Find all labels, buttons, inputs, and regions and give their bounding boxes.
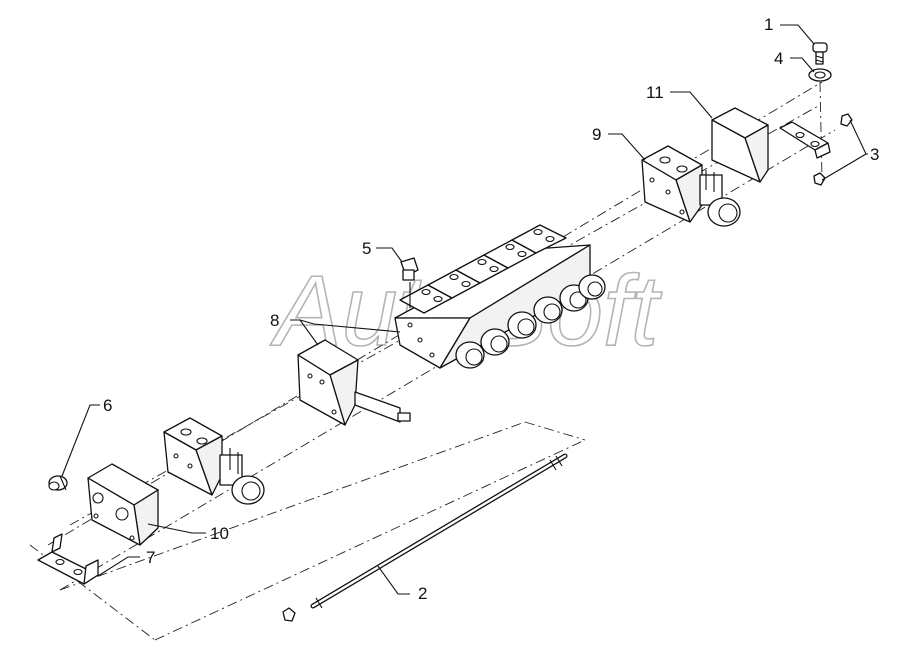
callout-7: 7 bbox=[146, 548, 155, 567]
part-2-tie-rod bbox=[282, 453, 568, 622]
callout-10: 10 bbox=[210, 524, 229, 543]
part-5-fitting bbox=[400, 257, 419, 308]
part-3-bracket-nuts bbox=[779, 113, 853, 186]
callout-3: 3 bbox=[870, 145, 879, 164]
part-8-end-block bbox=[297, 339, 411, 426]
callout-4: 4 bbox=[774, 49, 783, 68]
valve-bank-section-3 bbox=[455, 254, 537, 339]
part-7-bracket bbox=[37, 533, 99, 585]
part-11-plate bbox=[711, 107, 769, 183]
valve-bank-section-2 bbox=[427, 269, 510, 356]
left-solenoid-valve bbox=[163, 417, 265, 505]
callout-11: 11 bbox=[646, 83, 664, 102]
callout-6: 6 bbox=[103, 396, 112, 415]
callout-8: 8 bbox=[270, 311, 279, 330]
valve-bank-section-4 bbox=[483, 239, 563, 324]
part-10-end-plate bbox=[87, 463, 159, 546]
callout-2: 2 bbox=[418, 584, 427, 603]
part-1-screw bbox=[812, 42, 828, 65]
valve-bank-assembly bbox=[394, 224, 606, 369]
callout-9: 9 bbox=[592, 125, 601, 144]
callout-5: 5 bbox=[362, 239, 371, 258]
part-9-solenoid-valve bbox=[641, 145, 741, 227]
callout-labels: 1 2 3 4 5 6 7 8 9 10 11 bbox=[103, 15, 879, 603]
part-4-washer bbox=[808, 68, 832, 82]
valve-bank-section-1 bbox=[399, 284, 485, 369]
part-6-plug bbox=[48, 475, 68, 491]
callout-leaders bbox=[61, 24, 868, 595]
valve-bank-section-5 bbox=[511, 224, 606, 312]
callout-1: 1 bbox=[764, 15, 773, 34]
